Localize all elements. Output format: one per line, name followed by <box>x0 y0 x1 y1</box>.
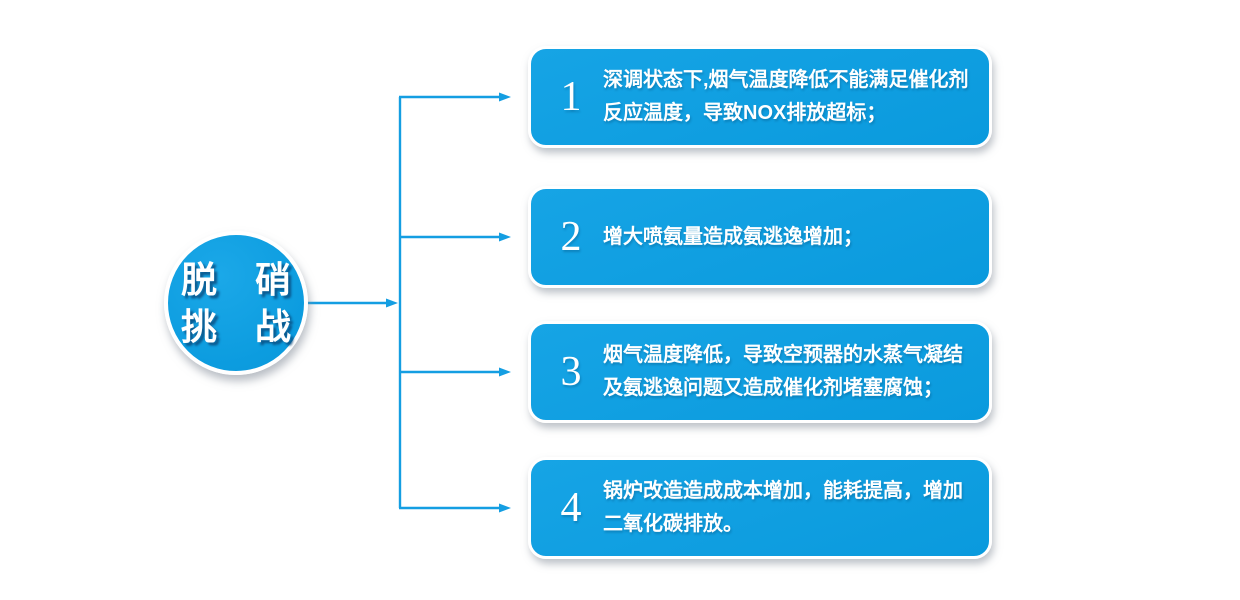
challenge-box-3: 3 烟气温度降低，导致空预器的水蒸气凝结 及氨逃逸问题又造成催化剂堵塞腐蚀； <box>528 321 992 423</box>
circle-title-line2: 挑 战 <box>181 306 306 347</box>
challenge-1-number: 1 <box>560 74 582 120</box>
challenge-3-text-line2: 及氨逃逸问题又造成催化剂堵塞腐蚀； <box>603 377 943 399</box>
challenge-2-number: 2 <box>560 214 582 260</box>
challenge-box-1: 1 深调状态下,烟气温度降低不能满足催化剂 反应温度，导致NOX排放超标； <box>528 46 992 148</box>
challenge-3-text: 烟气温度降低，导致空预器的水蒸气凝结 及氨逃逸问题又造成催化剂堵塞腐蚀； <box>603 339 963 405</box>
challenge-3-number: 3 <box>560 349 582 395</box>
challenge-1-text: 深调状态下,烟气温度降低不能满足催化剂 反应温度，导致NOX排放超标； <box>603 64 969 130</box>
challenge-2-text-line1: 增大喷氨量造成氨逃逸增加； <box>603 225 863 248</box>
challenge-1-text-line1: 深调状态下,烟气温度降低不能满足催化剂 <box>603 69 969 91</box>
challenge-4-text-line2: 二氧化碳排放。 <box>603 513 743 535</box>
challenge-4-text: 锅炉改造造成成本增加，能耗提高，增加 二氧化碳排放。 <box>603 475 963 541</box>
challenge-1-text-line2: 反应温度，导致NOX排放超标； <box>603 102 887 124</box>
circle-title-line1: 脱 硝 <box>181 259 306 300</box>
challenge-3-text-line1: 烟气温度降低，导致空预器的水蒸气凝结 <box>603 344 963 366</box>
challenge-4-text-line1: 锅炉改造造成成本增加，能耗提高，增加 <box>603 480 963 502</box>
challenge-title-circle: 脱 硝 挑 战 <box>164 231 308 375</box>
challenge-4-number: 4 <box>560 485 582 531</box>
challenge-box-2: 2 增大喷氨量造成氨逃逸增加； <box>528 186 992 288</box>
challenge-2-text: 增大喷氨量造成氨逃逸增加； <box>603 221 863 254</box>
challenge-box-4: 4 锅炉改造造成成本增加，能耗提高，增加 二氧化碳排放。 <box>528 457 992 559</box>
